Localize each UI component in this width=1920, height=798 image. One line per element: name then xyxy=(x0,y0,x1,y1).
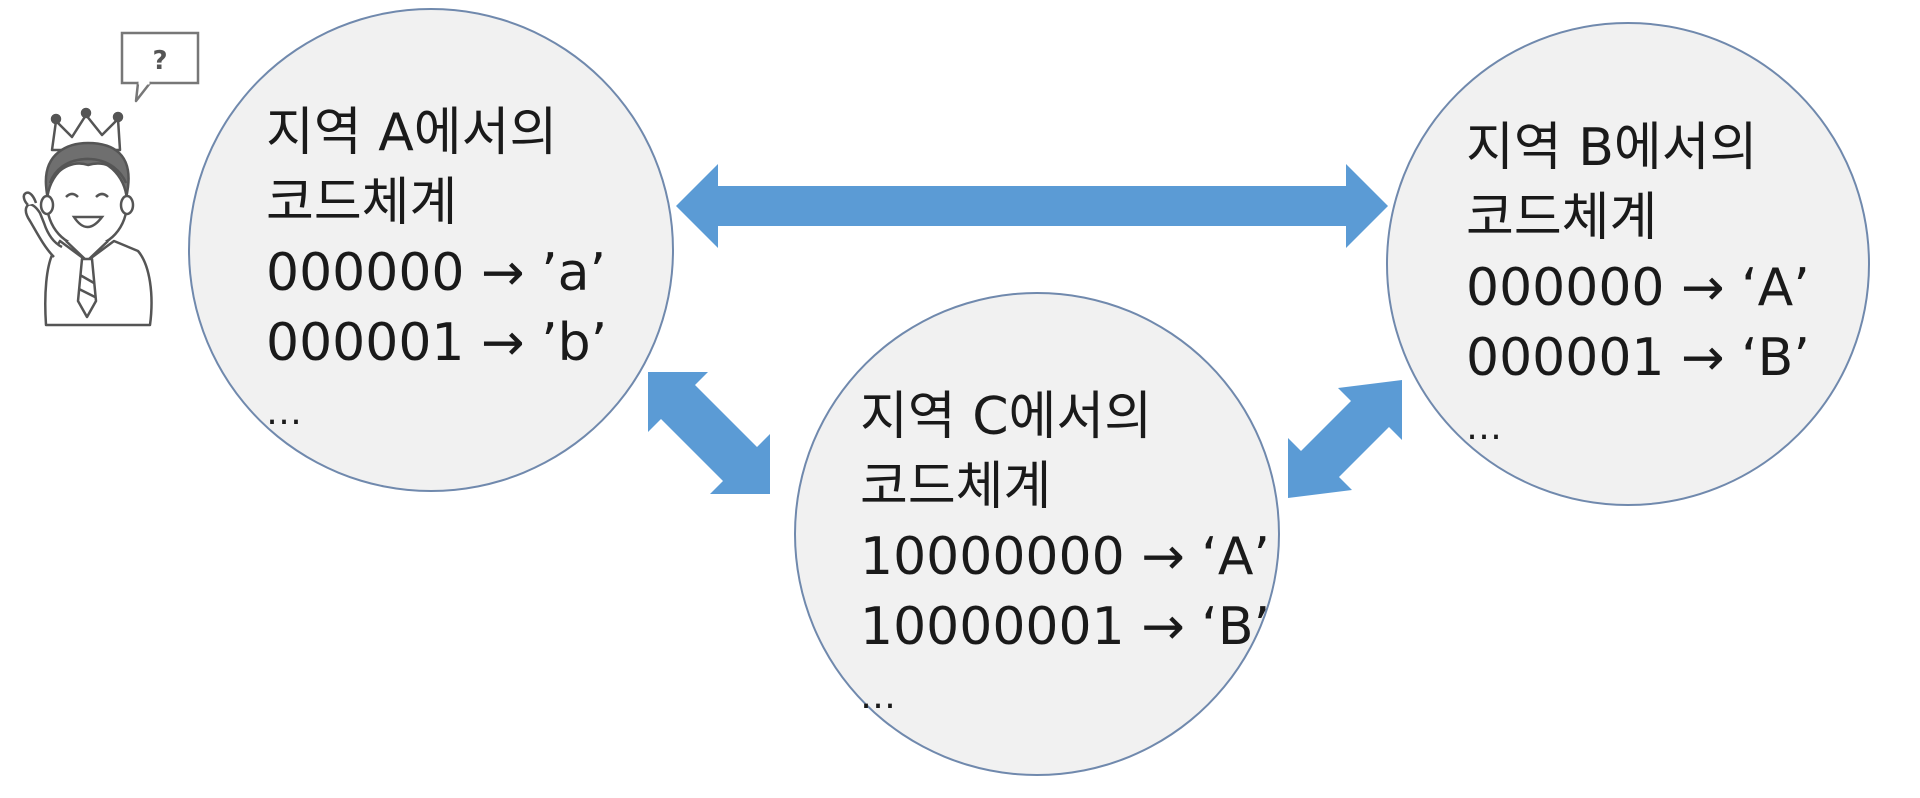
confused-king-cartoon-icon: ? xyxy=(22,31,200,327)
region-b-title: 지역 B에서의 xyxy=(1466,118,1758,178)
region-b-mapping-1: 000000 → ‘A’ xyxy=(1466,258,1810,318)
region-b-mapping-2: 000001 → ‘B’ xyxy=(1466,328,1810,388)
region-b-text: 지역 B에서의 코드체계 000000 → ‘A’ 000001 → ‘B’ … xyxy=(1466,113,1810,463)
body-icon xyxy=(22,191,153,327)
region-c-text: 지역 C에서의 코드체계 10000000 → ‘A’ 10000001 → ‘… xyxy=(860,382,1270,732)
crown-icon xyxy=(50,107,124,152)
region-c-subtitle: 코드체계 xyxy=(860,457,1052,517)
region-a-node xyxy=(188,8,674,492)
region-a-mapping-2: 000001 → ’b’ xyxy=(266,313,608,373)
region-c-title: 지역 C에서의 xyxy=(860,387,1153,447)
arrow-a-c xyxy=(648,372,770,494)
region-c-mapping-2: 10000001 → ‘B’ xyxy=(860,597,1271,657)
region-c-ellipsis: … xyxy=(860,676,897,717)
speech-bubble-icon: ? xyxy=(120,31,200,103)
speech-bubble-question: ? xyxy=(152,46,167,76)
region-b-ellipsis: … xyxy=(1466,407,1503,448)
region-b-node xyxy=(1386,22,1870,506)
region-a-text: 지역 A에서의 코드체계 000000 → ’a’ 000001 → ’b’ … xyxy=(266,98,607,448)
region-c-mapping-1: 10000000 → ‘A’ xyxy=(860,527,1270,587)
head-icon xyxy=(39,141,135,249)
region-a-mapping-1: 000000 → ’a’ xyxy=(266,243,607,303)
region-c-node xyxy=(794,292,1280,776)
region-a-title: 지역 A에서의 xyxy=(266,103,558,163)
region-a-subtitle: 코드체계 xyxy=(266,173,458,233)
arrow-b-c xyxy=(1288,380,1402,498)
region-a-ellipsis: … xyxy=(266,392,303,433)
arrow-a-b xyxy=(676,164,1388,248)
region-b-subtitle: 코드체계 xyxy=(1466,188,1658,248)
